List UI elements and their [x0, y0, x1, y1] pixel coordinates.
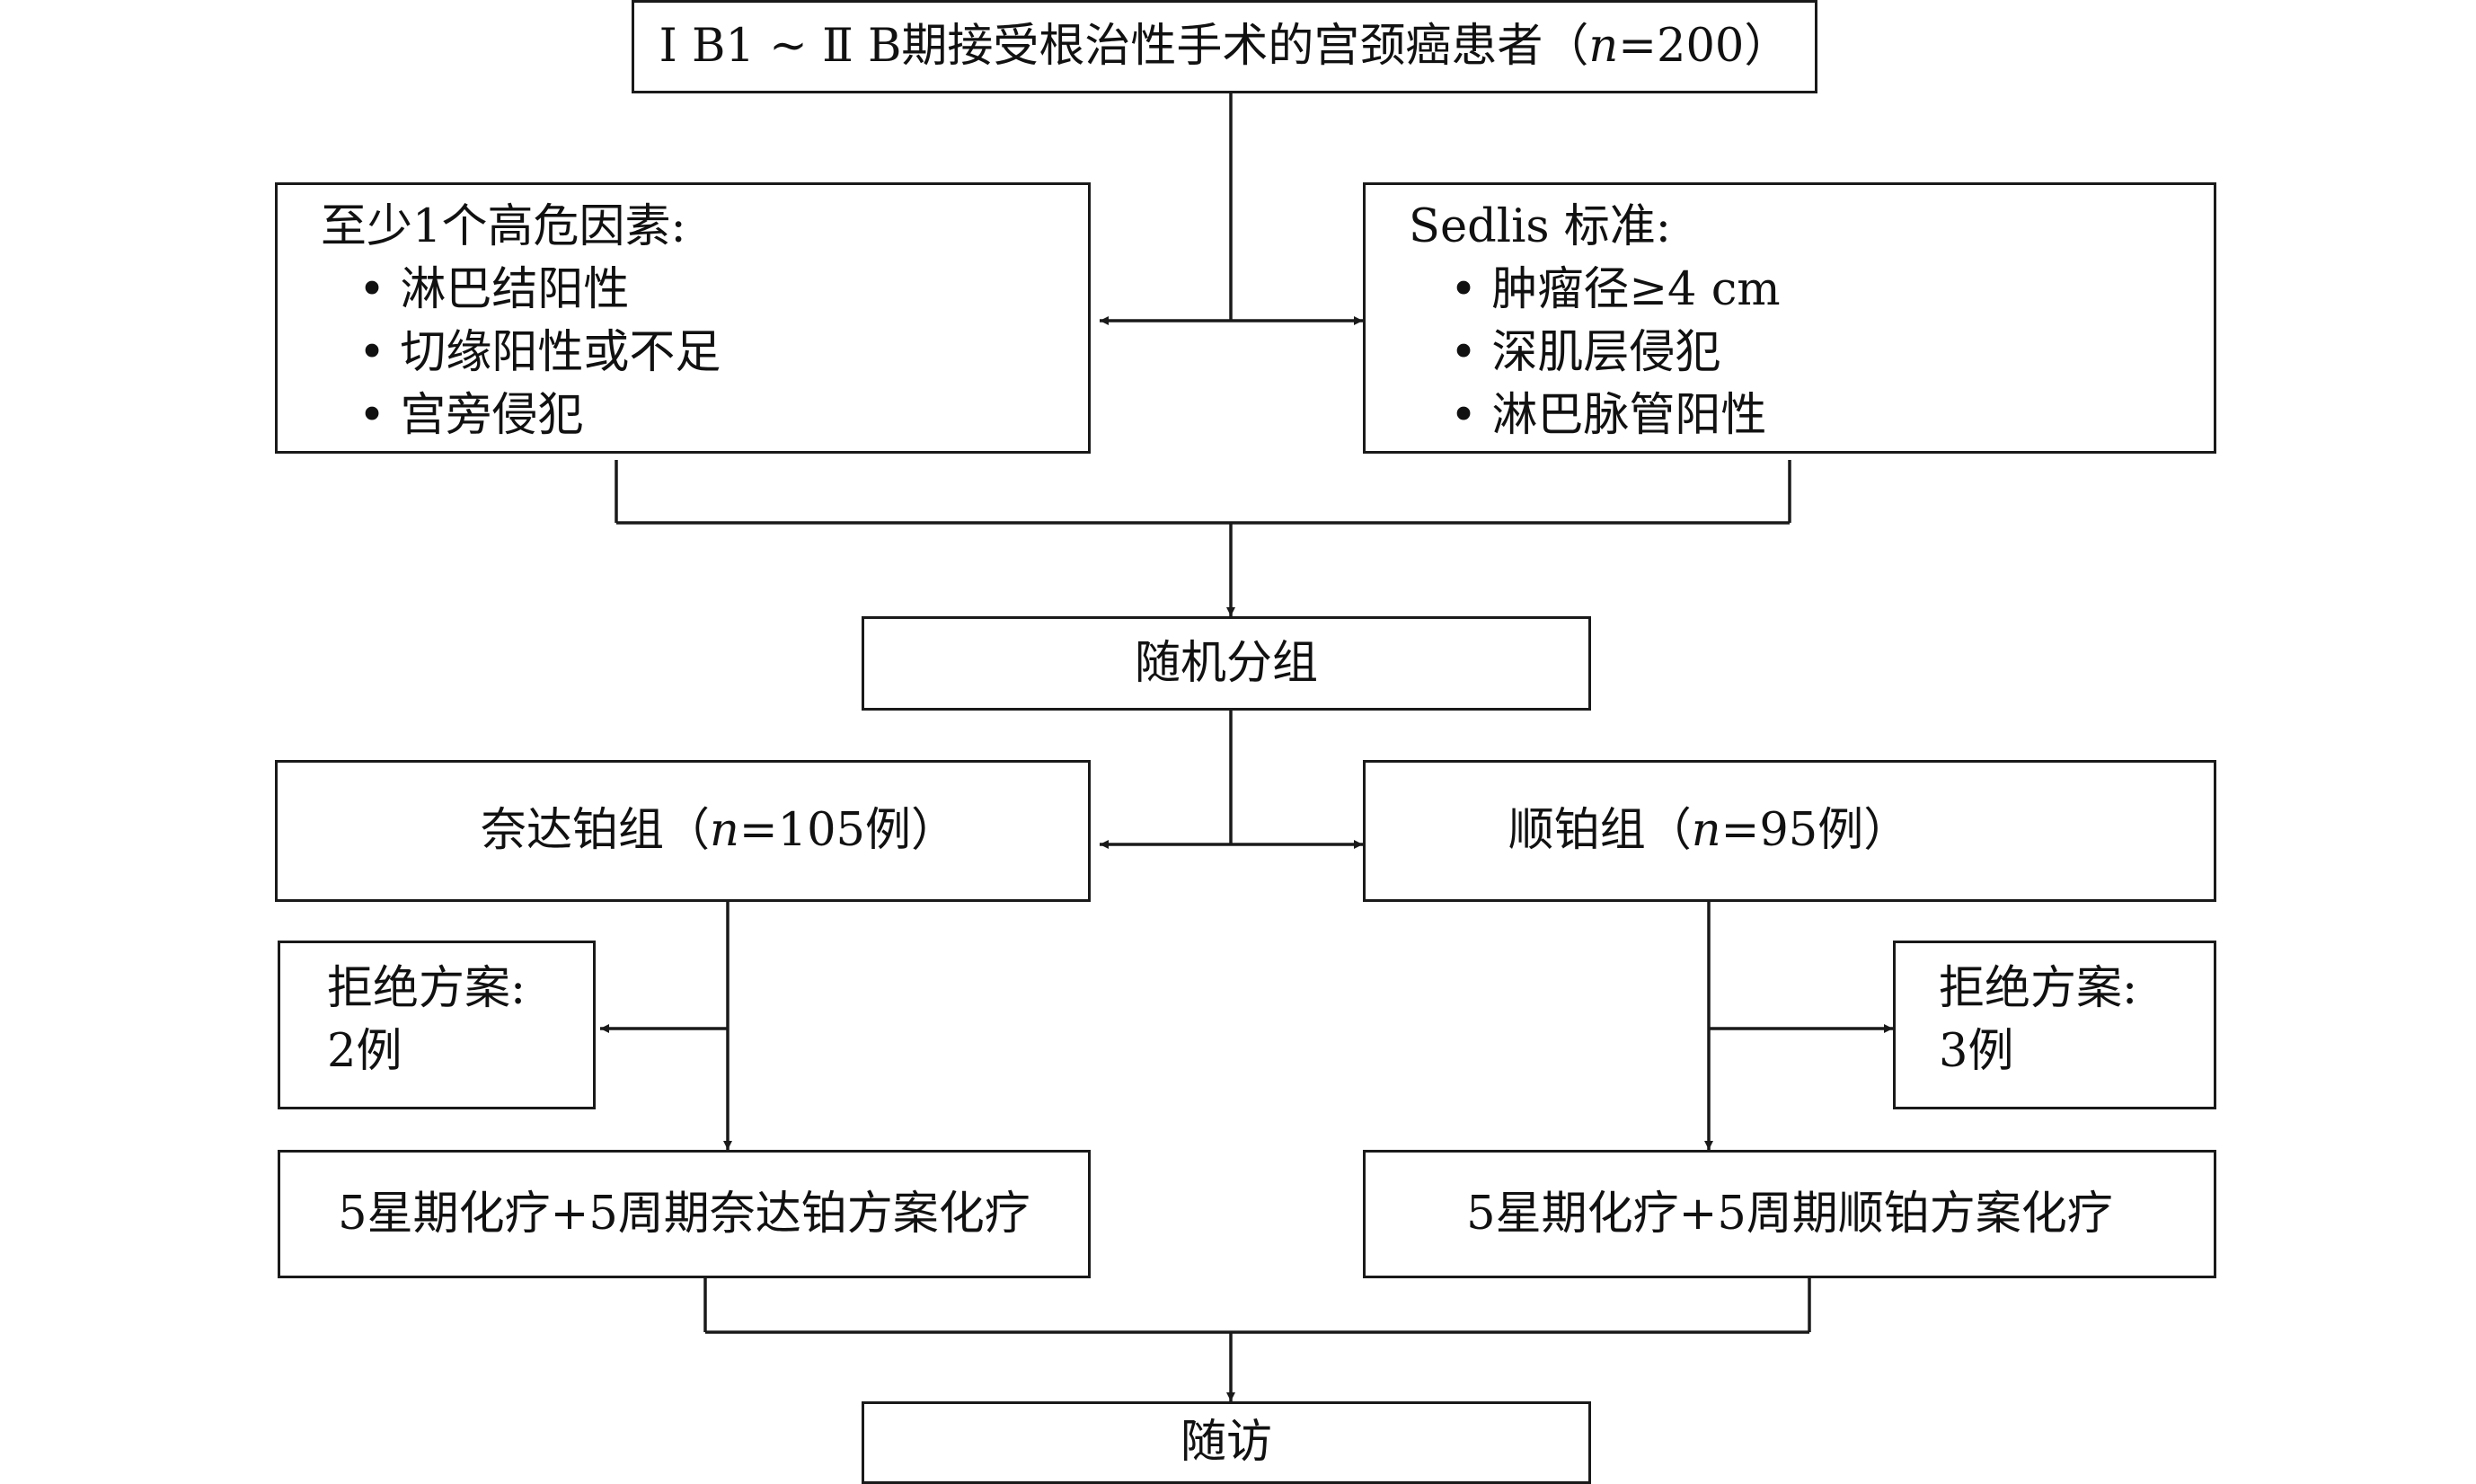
title-n-value: =200）	[1618, 20, 1791, 73]
cisplatin-treatment-box: 5星期化疗+5周期顺铂方案化疗	[1363, 1150, 2216, 1278]
randomization-label: 随机分组	[1134, 636, 1318, 690]
nedaplatin-reject-count: 2例	[327, 1025, 402, 1078]
title-box: Ⅰ B1 ~ Ⅱ B期接受根治性手术的宫颈癌患者（n=200）	[632, 0, 1817, 93]
cisplatin-reject-box: 拒绝方案: 3例	[1893, 941, 2216, 1109]
sedlis-item-label: 深肌层侵犯	[1491, 326, 1721, 379]
cisplatin-group-label: 顺铂组（	[1508, 804, 1692, 857]
high-risk-item-label: 淋巴结阳性	[400, 263, 630, 316]
nedaplatin-group-box: 奈达铂组（n=105例）	[275, 760, 1091, 902]
title-n-label: n	[1588, 20, 1619, 73]
followup-label: 随访	[1180, 1416, 1272, 1469]
nedaplatin-n-label: n	[710, 804, 739, 857]
high-risk-item: • 淋巴结阳性	[321, 259, 1088, 322]
nedaplatin-reject-title: 拒绝方案:	[327, 962, 526, 1015]
nedaplatin-reject-box: 拒绝方案: 2例	[278, 941, 596, 1109]
bullet-icon: •	[358, 263, 386, 316]
cisplatin-n-label: n	[1691, 804, 1721, 857]
high-risk-heading: 至少1个高危因素:	[321, 200, 686, 253]
sedlis-item-label: 肿瘤径≥4 cm	[1491, 263, 1781, 316]
cisplatin-treatment-label: 5星期化疗+5周期顺铂方案化疗	[1466, 1187, 2113, 1241]
nedaplatin-treatment-box: 5星期化疗+5周期奈达铂方案化疗	[278, 1150, 1091, 1278]
sedlis-heading: Sedlis 标准:	[1409, 200, 1671, 253]
nedaplatin-group-label: 奈达铂组（	[481, 804, 711, 857]
bullet-icon: •	[1450, 263, 1478, 316]
sedlis-item: • 淋巴脉管阳性	[1409, 384, 2214, 447]
sedlis-item: • 深肌层侵犯	[1409, 322, 2214, 384]
bullet-icon: •	[358, 389, 386, 442]
bullet-icon: •	[1450, 326, 1478, 379]
bullet-icon: •	[358, 326, 386, 379]
sedlis-box: Sedlis 标准: • 肿瘤径≥4 cm • 深肌层侵犯 • 淋巴脉管阳性	[1363, 182, 2216, 454]
nedaplatin-n-value: =105例）	[738, 804, 957, 857]
title-text: Ⅰ B1 ~ Ⅱ B期接受根治性手术的宫颈癌患者（	[659, 20, 1589, 73]
nedaplatin-treatment-label: 5星期化疗+5周期奈达铂方案化疗	[338, 1187, 1030, 1241]
cisplatin-group-box: 顺铂组（n=95例）	[1363, 760, 2216, 902]
high-risk-item-label: 宫旁侵犯	[400, 389, 584, 442]
high-risk-box: 至少1个高危因素: • 淋巴结阳性 • 切缘阳性或不足 • 宫旁侵犯	[275, 182, 1091, 454]
high-risk-item: • 切缘阳性或不足	[321, 322, 1088, 384]
cisplatin-n-value: =95例）	[1720, 804, 1910, 857]
high-risk-item-label: 切缘阳性或不足	[400, 326, 721, 379]
randomization-box: 随机分组	[862, 616, 1591, 711]
high-risk-item: • 宫旁侵犯	[321, 384, 1088, 447]
cisplatin-reject-count: 3例	[1939, 1025, 2014, 1078]
bullet-icon: •	[1450, 389, 1478, 442]
cisplatin-reject-title: 拒绝方案:	[1939, 962, 2138, 1015]
followup-box: 随访	[862, 1401, 1591, 1484]
sedlis-item: • 肿瘤径≥4 cm	[1409, 259, 2214, 322]
sedlis-item-label: 淋巴脉管阳性	[1491, 389, 1767, 442]
